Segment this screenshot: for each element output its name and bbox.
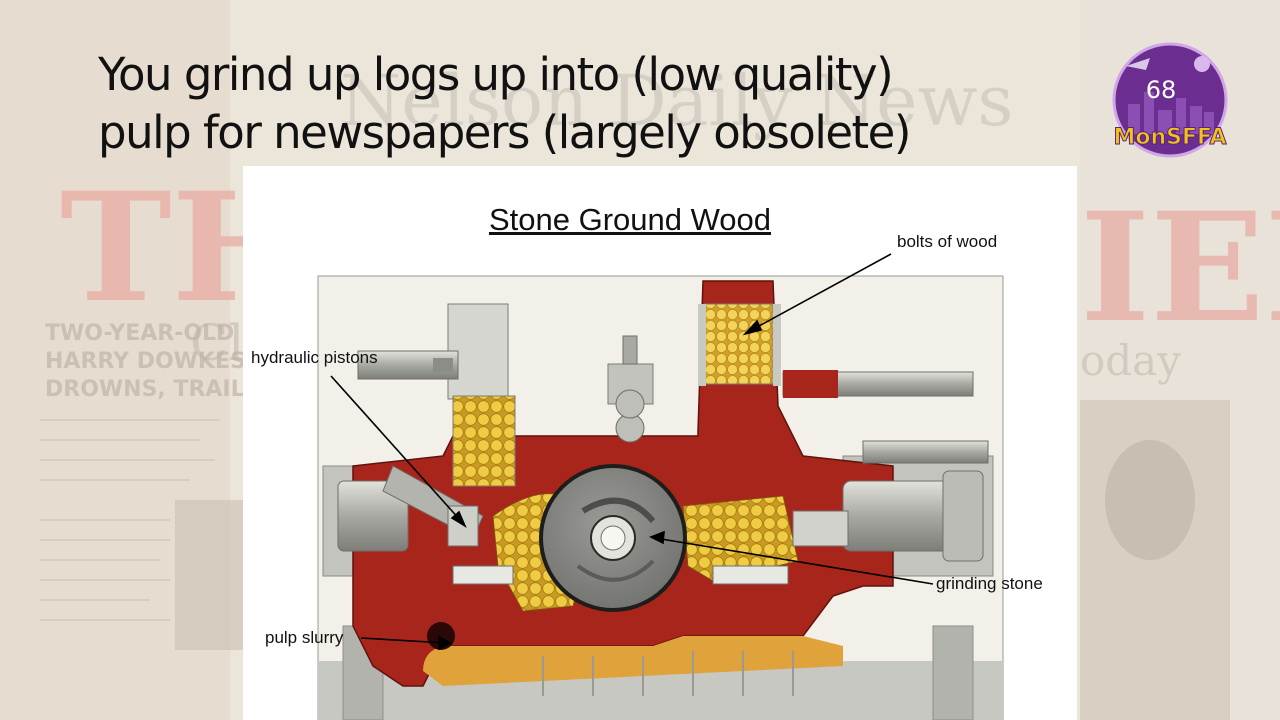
diagram-panel: Stone Ground Wood bolts of wood hydrauli… [243,166,1077,720]
label-pulp-slurry: pulp slurry [265,628,344,647]
bolts-arrowhead [742,319,763,336]
diagram-title: Stone Ground Wood [488,202,772,237]
slide-title: You grind up logs up into (low quality) … [98,46,1098,162]
stone-leader-line [654,537,934,585]
bolts-leader-line [747,253,892,333]
slide-title-line-2: pulp for newspapers (largely obsolete) [98,106,911,159]
svg-text:DROWNS, TRAIL: DROWNS, TRAIL [45,377,245,402]
svg-text:oday: oday [1080,336,1181,385]
monsffa-logo: MonSFFA [1112,42,1228,158]
pistons-arrowhead [450,510,467,529]
svg-text:Nelson Daily News: Nelson Daily News [340,60,1013,142]
svg-text:HARRY DOWKES: HARRY DOWKES [45,349,246,374]
stone-arrowhead [649,530,665,545]
svg-text:Cl: Cl [190,314,244,372]
hydraulic-piston-left [337,465,484,552]
pulp-slurry [423,636,843,686]
hydraulic-piston-right [792,440,989,562]
planet-icon [1194,56,1210,72]
logo-text: MonSFFA [1113,125,1226,150]
svg-text:TWO-YEAR-OLD: TWO-YEAR-OLD [45,321,234,346]
right-hopper [704,303,774,385]
label-grinding-stone: grinding stone [936,574,1043,593]
slide-title-line-1: You grind up logs up into (low quality) [98,48,894,101]
rocket-icon [1126,58,1150,70]
label-bolts-of-wood: bolts of wood [897,232,998,251]
slurry-leader-line [360,637,447,644]
slide-number: 68 [1145,76,1177,104]
slurry-arrowhead [438,635,453,651]
pistons-leader-line [330,375,462,522]
svg-text:IED: IED [1080,180,1280,356]
label-hydraulic-pistons: hydraulic pistons [251,348,378,367]
stone-ground-wood-diagram [317,253,1004,720]
